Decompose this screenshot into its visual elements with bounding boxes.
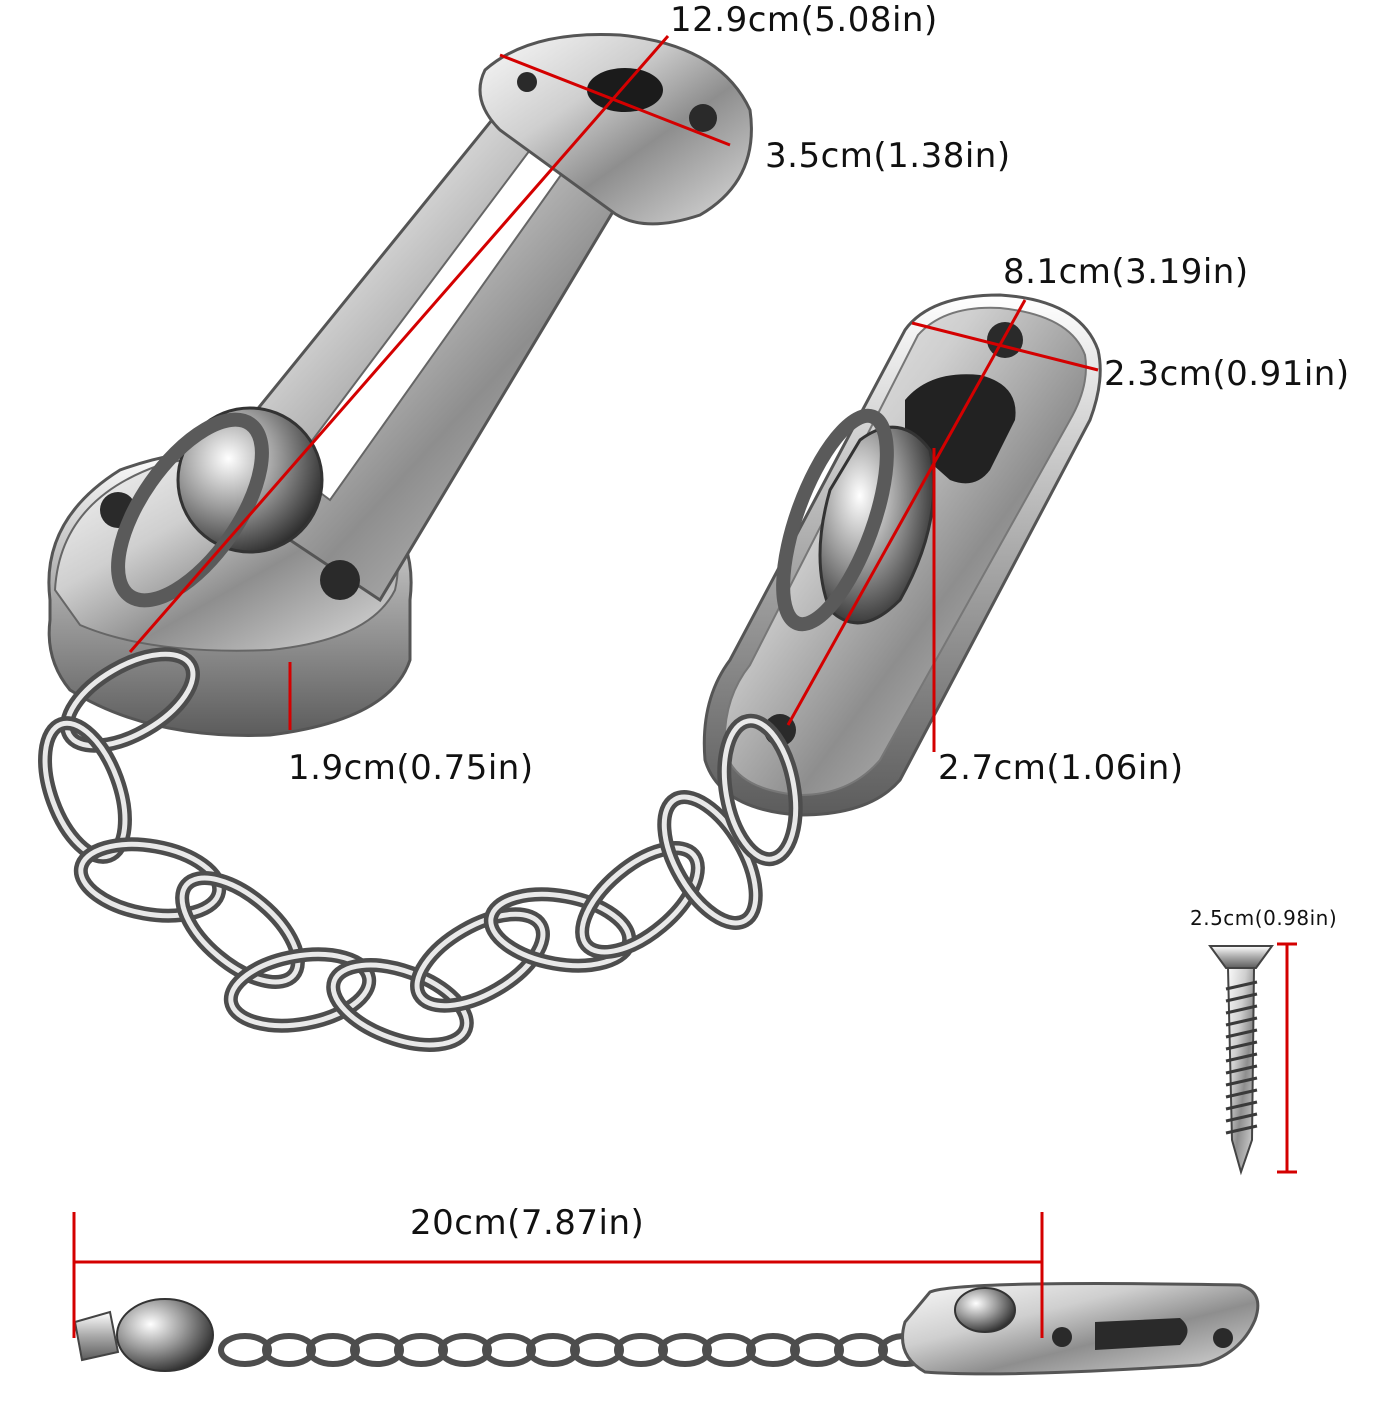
side-chain-link <box>614 1333 668 1367</box>
screw-thread <box>1225 980 1258 991</box>
screw-thread <box>1225 1076 1258 1087</box>
label-slot-height: 2.7cm(1.06in) <box>938 748 1184 788</box>
side-chain-link <box>570 1333 624 1367</box>
side-chain-link <box>746 1333 800 1367</box>
chain-link-highlight <box>579 845 701 955</box>
side-receiver-plate <box>901 1282 1260 1376</box>
side-chain-links <box>218 1333 976 1367</box>
label-slot-width: 2.3cm(0.91in) <box>1104 354 1350 394</box>
dim-line-slot-width <box>911 321 1099 372</box>
dim-line-plate-width <box>499 53 731 147</box>
dimension-lines <box>72 35 1297 1338</box>
chain <box>38 647 803 1052</box>
screw-hole-top-right <box>689 104 717 132</box>
slider-link <box>776 408 894 632</box>
chain-link-highlight <box>414 911 546 1009</box>
side-plate-hole-left <box>1052 1327 1072 1347</box>
side-chain-link <box>262 1333 316 1367</box>
label-screw-length: 2.5cm(0.98in) <box>1190 906 1338 930</box>
side-chain-link <box>702 1333 756 1367</box>
label-chain-total-length: 20cm(7.87in) <box>410 1203 645 1243</box>
label-slot-length: 8.1cm(3.19in) <box>1003 252 1249 292</box>
dim-line-slot-length <box>786 299 1027 726</box>
side-chain-link <box>218 1333 272 1367</box>
screw-thread <box>1225 1028 1258 1039</box>
chain-link-highlight <box>64 651 196 749</box>
receiver-hole-top <box>987 322 1023 358</box>
dim-line-plate-length <box>128 35 670 653</box>
screw-thread <box>1225 1052 1258 1063</box>
label-plate-length: 12.9cm(5.08in) <box>670 0 938 40</box>
label-knob-height: 1.9cm(0.75in) <box>288 748 534 788</box>
side-plate-slot <box>1095 1318 1188 1350</box>
screw-hole-top-left <box>517 72 537 92</box>
side-chain-link <box>790 1333 844 1367</box>
screw-thread <box>1225 1016 1258 1027</box>
screw-threads <box>1225 980 1258 1135</box>
plate-keyhole <box>587 68 663 112</box>
side-chain-link <box>658 1333 712 1367</box>
screw-thread <box>1225 1088 1258 1099</box>
side-chain-link <box>834 1333 888 1367</box>
chain-link-highlight <box>330 962 470 1048</box>
side-chain-link <box>438 1333 492 1367</box>
chain-link-highlight <box>179 875 301 985</box>
screw-thread <box>1225 1064 1258 1075</box>
side-chain-link <box>482 1333 536 1367</box>
screw-thread <box>1225 1100 1258 1111</box>
side-plate-slider <box>954 1287 1016 1333</box>
receiver-plate <box>702 293 1102 817</box>
chain-side-view <box>73 1282 1260 1376</box>
screw-hole-base-right <box>320 560 360 600</box>
slotted-plate <box>47 32 753 737</box>
plate-head <box>478 32 753 226</box>
side-plate-hole-right <box>1213 1328 1233 1348</box>
chain-end-cap <box>73 1310 120 1362</box>
screw-thread <box>1225 1040 1258 1051</box>
side-chain-link <box>306 1333 360 1367</box>
screw-thread <box>1225 1004 1258 1015</box>
chain-link-highlight <box>488 891 632 969</box>
side-chain-link <box>350 1333 404 1367</box>
screw-thread <box>1225 1124 1258 1135</box>
screw-head <box>1208 945 1274 969</box>
chain-link-highlight <box>228 951 372 1029</box>
chain-link-highlight <box>78 841 222 919</box>
side-chain-link <box>526 1333 580 1367</box>
chain-link-highlight <box>721 718 799 862</box>
screw-thread <box>1225 1112 1258 1123</box>
chain-end-knob <box>116 1298 214 1372</box>
screw-thread <box>1225 992 1258 1003</box>
chain-link-highlight <box>42 720 128 860</box>
screw <box>1208 945 1274 1176</box>
label-plate-width: 3.5cm(1.38in) <box>765 136 1011 176</box>
plate-knob <box>176 406 324 554</box>
side-chain-link <box>394 1333 448 1367</box>
